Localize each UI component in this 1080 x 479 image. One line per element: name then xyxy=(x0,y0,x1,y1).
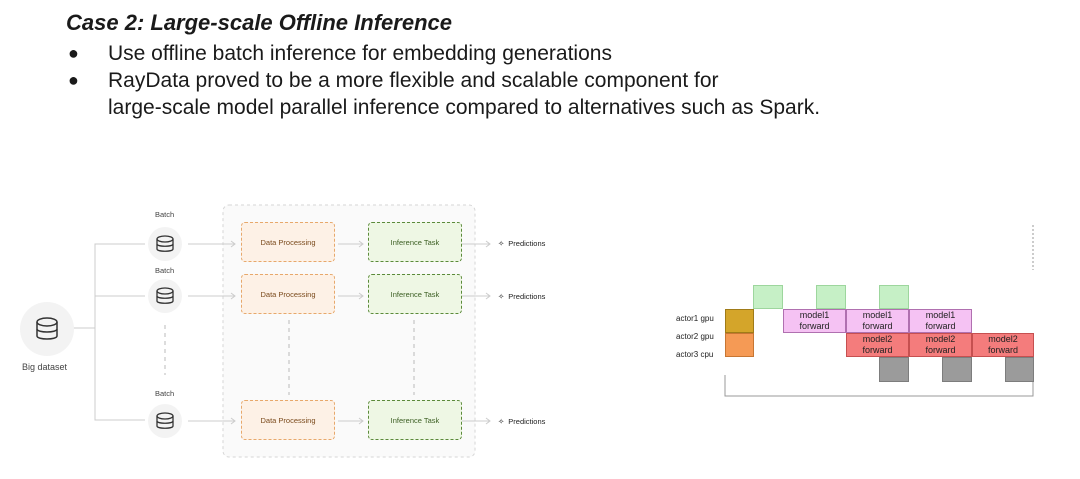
database-icon xyxy=(156,287,174,304)
predictions-output: ✧ Predictions xyxy=(498,239,545,248)
sparkle-icon: ✧ xyxy=(498,417,505,426)
inference-task-box: Inference Task xyxy=(368,222,462,262)
stage-panel xyxy=(222,204,476,458)
load-block xyxy=(753,285,783,309)
batch-node xyxy=(148,404,182,438)
database-icon xyxy=(36,317,58,340)
ellipsis-dashes xyxy=(164,320,415,395)
predictions-output: ✧ Predictions xyxy=(498,292,545,301)
sparkle-icon: ✧ xyxy=(498,292,505,301)
row-label-actor3: actor3 cpu xyxy=(676,350,714,359)
database-icon xyxy=(156,412,174,429)
data-processing-box: Data Processing xyxy=(241,222,335,262)
batch-label: Batch xyxy=(155,210,175,219)
block-line: forward xyxy=(925,345,956,355)
bullet-list: ● Use offline batch inference for embedd… xyxy=(66,40,820,121)
branch-lines xyxy=(73,243,145,421)
big-dataset-node xyxy=(20,302,74,356)
load-block xyxy=(816,285,846,309)
database-icon xyxy=(156,235,174,252)
flow-arrows xyxy=(188,240,491,425)
batch-label: Batch xyxy=(155,266,175,275)
block-line: model1 xyxy=(925,310,956,320)
bullet-item: ● RayData proved to be a more flexible a… xyxy=(66,67,820,121)
load-block xyxy=(879,285,909,309)
bullet-dot-icon: ● xyxy=(68,70,79,90)
inference-task-box: Inference Task xyxy=(368,400,462,440)
pipeline-connectors xyxy=(73,204,491,458)
block-line: model2 xyxy=(925,334,956,344)
predictions-output: ✧ Predictions xyxy=(498,417,545,426)
bullet-dot-icon: ● xyxy=(68,43,79,63)
cpu-block xyxy=(1005,357,1034,382)
predictions-label: Predictions xyxy=(508,292,546,301)
inference-task-box: Inference Task xyxy=(368,274,462,314)
data-processing-box: Data Processing xyxy=(241,400,335,440)
cpu-block xyxy=(942,357,972,382)
block-line: model2 xyxy=(988,334,1018,344)
pipeline-diagram: Big dataset Batch Batch Batch Data Proce… xyxy=(0,190,600,470)
block-line: forward xyxy=(987,345,1018,355)
block-line: model1 xyxy=(799,310,830,320)
big-dataset-label: Big dataset xyxy=(22,362,68,372)
block-line: model1 xyxy=(862,310,893,320)
data-processing-box: Data Processing xyxy=(241,274,335,314)
slide-title: Case 2: Large-scale Offline Inference xyxy=(66,10,452,35)
cpu-block xyxy=(879,357,909,382)
bullet-text: RayData proved to be a more flexible and… xyxy=(108,69,719,92)
bullet-text-continued: large-scale model parallel inference com… xyxy=(108,96,821,119)
predictions-label: Predictions xyxy=(508,417,546,426)
actor2-block xyxy=(725,333,754,357)
row-label-actor2: actor2 gpu xyxy=(676,332,714,341)
bullet-text: Use offline batch inference for embeddin… xyxy=(108,42,612,65)
batch-node xyxy=(148,279,182,313)
block-line: forward xyxy=(925,321,956,331)
actor1-block xyxy=(725,309,754,333)
block-line: forward xyxy=(862,345,893,355)
row-label-actor1: actor1 gpu xyxy=(676,314,714,323)
sparkle-icon: ✧ xyxy=(498,239,505,248)
schedule-axes xyxy=(724,225,1034,397)
block-line: model2 xyxy=(862,334,893,344)
block-line: forward xyxy=(862,321,893,331)
block-line: forward xyxy=(799,321,830,331)
batch-label: Batch xyxy=(155,389,175,398)
predictions-label: Predictions xyxy=(508,239,546,248)
bullet-item: ● Use offline batch inference for embedd… xyxy=(66,40,820,67)
batch-node xyxy=(148,227,182,261)
